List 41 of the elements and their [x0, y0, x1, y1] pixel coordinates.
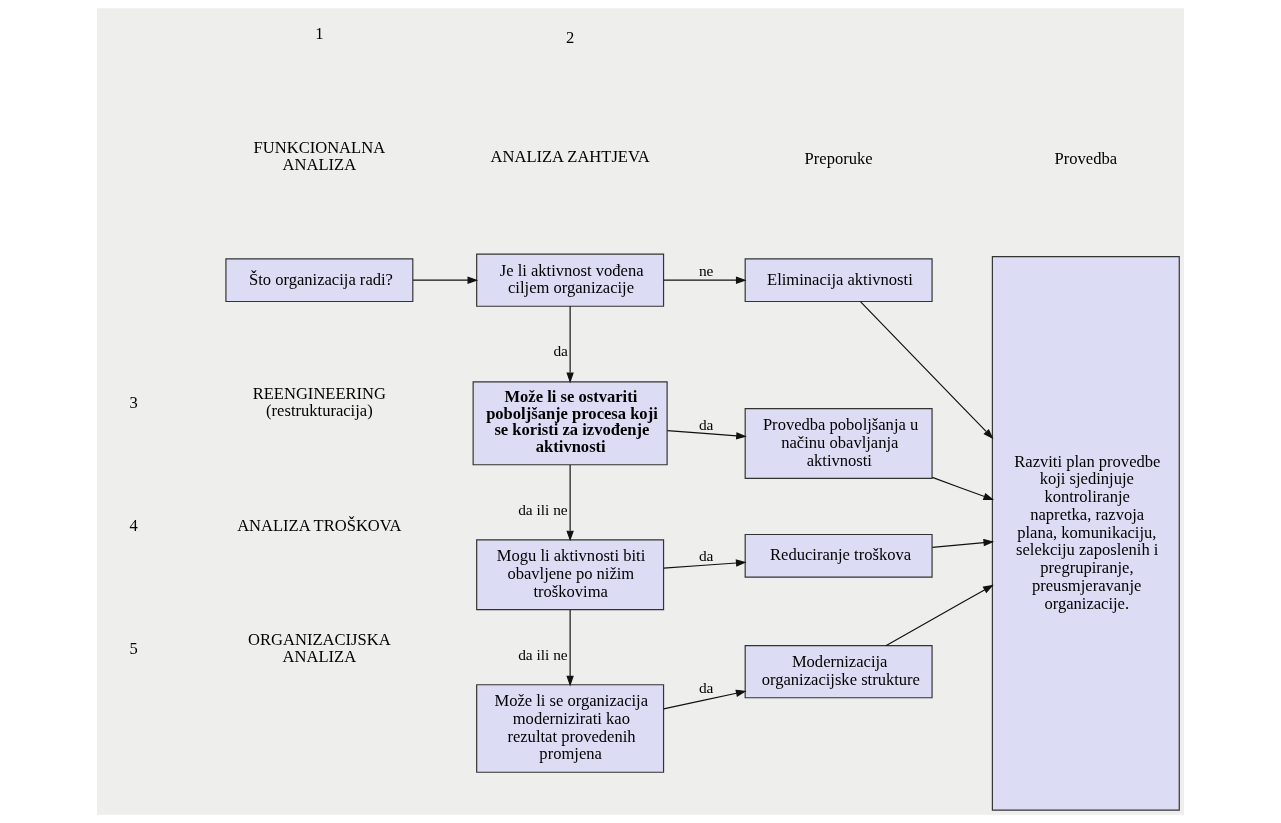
label: ANALIZA ZAHTJEVA: [490, 146, 650, 166]
node-box: Je li aktivnost vođena ciljem organizacije: [476, 253, 665, 307]
label: Preporuke: [804, 148, 873, 168]
node-box: Reduciranje troškova: [744, 533, 933, 578]
edge-label: da ili ne: [518, 645, 568, 663]
arrow: [412, 276, 479, 284]
node-box: Što organizacija radi?: [225, 258, 414, 303]
label: 1: [315, 23, 324, 43]
arrow: [666, 430, 747, 440]
arrow: [860, 301, 994, 440]
label: ANALIZA TROŠKOVA: [237, 515, 402, 535]
label: FUNKCIONALNA ANALIZA: [253, 137, 386, 175]
arrow: [663, 276, 747, 284]
node-box: Može li se ostvariti poboljšanje procesa koji se koristi za izvođenje aktivnosti: [472, 381, 668, 466]
label: 4: [129, 515, 138, 535]
edge-label: ne: [698, 261, 714, 279]
edge-label: da: [698, 547, 714, 565]
label: Provedba: [1054, 148, 1118, 168]
arrow: [566, 305, 574, 384]
node-box: Eliminacija aktivnosti: [744, 258, 933, 303]
arrow: [931, 476, 995, 501]
edge-label: da: [698, 415, 714, 433]
label: 3: [129, 392, 138, 412]
arrow: [566, 464, 574, 542]
node-box: Razviti plan provedbe koji sjedinjuje kontroliranje napretka, razvoja plana, komunikaciju, selekciju zaposlenih i pregrupiranje, preusmjeravanje organizacije.: [991, 255, 1180, 811]
arrow: [931, 538, 995, 548]
label: ORGANIZACIJSKA ANALIZA: [248, 629, 391, 667]
edge-label: da ili ne: [518, 500, 568, 518]
label: 5: [129, 638, 138, 658]
arrow: [566, 609, 574, 687]
node-box: Provedba poboljšanja u načinu obavljanja aktivnosti: [744, 407, 933, 479]
node-box: Modernizacija organizacijske strukture: [744, 645, 933, 699]
edge-label: da: [698, 679, 714, 697]
arrow: [663, 559, 747, 569]
node-box: Mogu li aktivnosti biti obavljene po nižim troškovima: [476, 539, 665, 611]
arrow: [663, 689, 747, 710]
label: 2: [565, 28, 575, 48]
label: REENGINEERING (restrukturacija): [252, 383, 387, 421]
arrow: [885, 584, 994, 647]
node-box: Može li se organizacija modernizirati kao rezultat provedenih promjena: [476, 684, 665, 773]
edge-label: da: [553, 342, 568, 360]
